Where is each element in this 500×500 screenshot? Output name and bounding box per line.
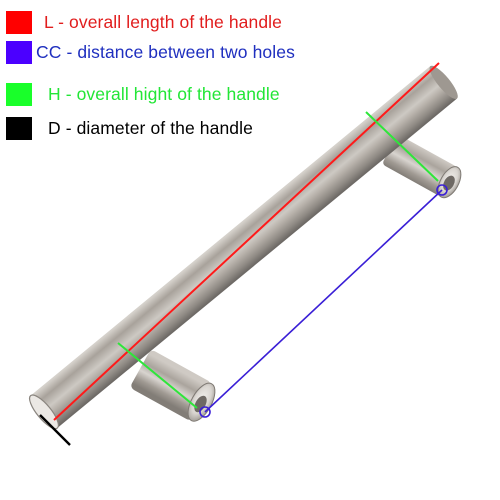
handle-bar-left-end [28,394,59,430]
handle-bar-right-end [429,65,458,99]
left-post [131,350,216,422]
legend-label-diameter: D - diameter of the handle [48,117,253,138]
height-dimension-line-right [365,111,439,182]
center-to-center-dimension-line [204,189,443,413]
legend-swatch-length [6,10,32,34]
left-post-hole [194,395,207,413]
legend-item-length: L - overall length of the handle [6,10,282,34]
legend-label-center-to-center: CC - distance between two holes [36,41,295,62]
legend-label-height: H - overall hight of the handle [48,83,280,104]
length-dimension-line [53,62,440,421]
handle-bar-body [30,66,458,429]
cc-end-mark-right [436,184,448,196]
diameter-dimension-line [39,414,71,446]
legend-item-height: H - overall hight of the handle [6,82,280,106]
legend-label-length: L - overall length of the handle [44,11,282,32]
legend-item-center-to-center: CC - distance between two holes [6,40,295,64]
legend-swatch-center-to-center [6,40,32,64]
cc-end-mark-left [199,406,211,418]
legend-swatch-diameter [6,116,32,140]
handle-bar [28,65,458,430]
height-dimension-line-left [117,342,198,409]
legend-item-diameter: D - diameter of the handle [6,116,253,140]
legend-swatch-height [6,82,32,106]
